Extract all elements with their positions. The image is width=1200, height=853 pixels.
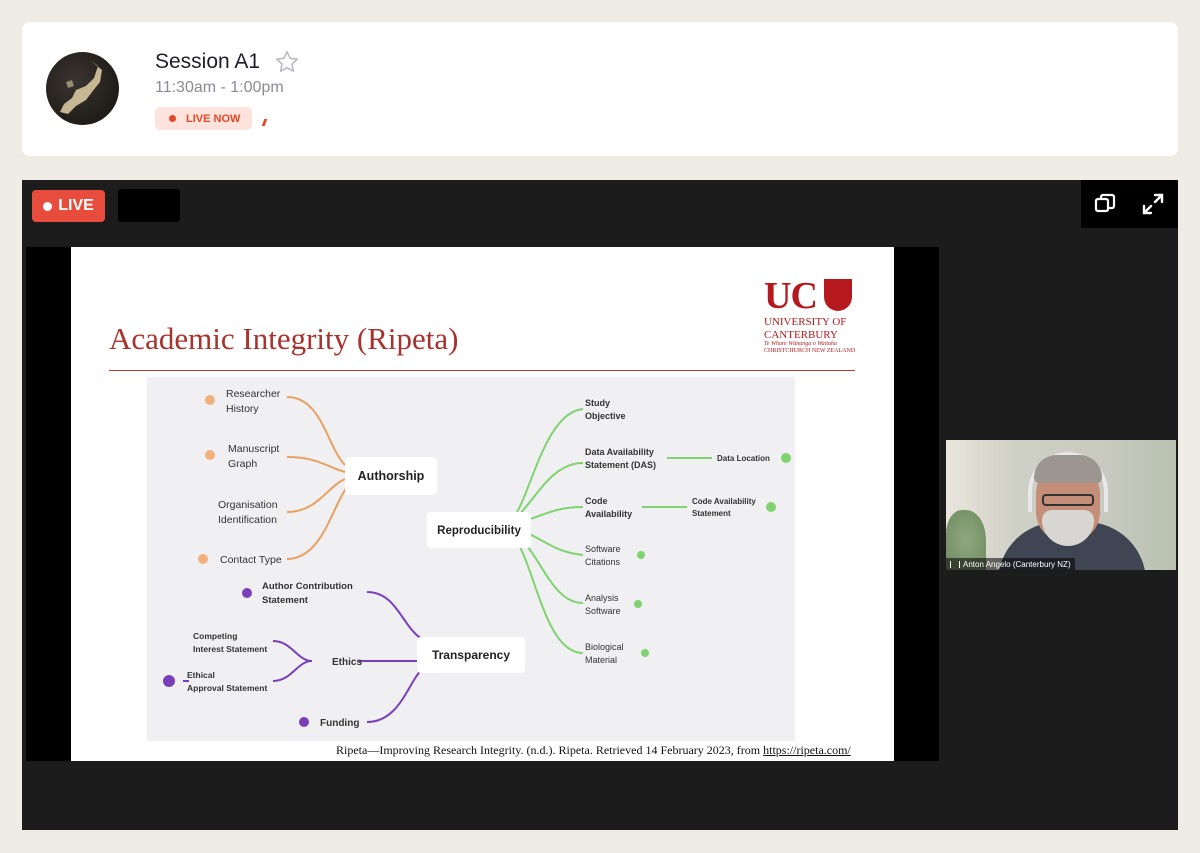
mindmap-diagram: Researcher History Manuscript Graph Orga…: [147, 377, 795, 741]
logo-letters: UC: [764, 275, 818, 317]
badge-researcher-history: [205, 395, 215, 405]
live-badge: LIVE: [32, 190, 105, 222]
label-manuscript-graph: Manuscript: [228, 443, 279, 455]
svg-text:Statement: Statement: [262, 595, 309, 606]
title-divider: [109, 370, 855, 371]
university-logo: UC UNIVERSITY OF CANTERBURY Te Whare Wān…: [764, 277, 864, 355]
badge-contact-type: [198, 554, 208, 564]
logo-line4: CHRISTCHURCH NEW ZEALAND: [764, 348, 856, 354]
session-title: Session A1: [155, 50, 261, 73]
svg-text:Approval Statement: Approval Statement: [187, 683, 267, 693]
svg-text:Availability: Availability: [585, 509, 632, 519]
node-authorship: [345, 457, 437, 495]
svg-text:Reproducibility: Reproducibility: [437, 525, 521, 537]
label-ethics: Ethics: [332, 657, 362, 668]
svg-text:History: History: [226, 403, 259, 415]
citation-link[interactable]: https://ripeta.com/: [763, 743, 851, 757]
live-dot-icon: [43, 201, 53, 211]
logo-line3: Te Whare Wānanga o Waitaha: [764, 341, 838, 347]
speaker-webcam[interactable]: Anton Angelo (Canterbury NZ): [946, 440, 1176, 570]
label-code-availability: Code: [585, 496, 608, 506]
node-reproducibility: [427, 512, 531, 548]
slide-frame: UC UNIVERSITY OF CANTERBURY Te Whare Wān…: [26, 247, 939, 761]
participant-label: Anton Angelo (Canterbury NZ): [946, 558, 1075, 570]
svg-text:Citations: Citations: [585, 557, 621, 567]
logo-line1: UNIVERSITY OF: [764, 316, 847, 328]
badge-ethical-approval: [163, 675, 175, 687]
label-organisation-identification: Organisation: [218, 499, 278, 511]
presentation-slide: UC UNIVERSITY OF CANTERBURY Te Whare Wān…: [71, 247, 894, 761]
label-author-contribution: Author Contribution: [262, 581, 353, 592]
badge-code-availability-statement: [766, 502, 776, 512]
label-funding: Funding: [320, 718, 359, 729]
favorite-star-icon[interactable]: [274, 49, 300, 80]
badge-author-contribution: [242, 588, 252, 598]
slide-citation: Ripeta—Improving Research Integrity. (n.…: [336, 743, 851, 758]
label-software-citations: Software: [585, 544, 621, 554]
svg-text:Identification: Identification: [218, 514, 277, 526]
player-overlay-block: [118, 189, 180, 222]
expand-icon[interactable]: [1141, 192, 1165, 216]
label-analysis-software: Analysis: [585, 593, 619, 603]
logo-line2: CANTERBURY: [764, 329, 838, 341]
svg-text:Statement: Statement: [692, 509, 731, 518]
crest-icon: [824, 279, 852, 311]
live-dot-icon: [169, 115, 176, 122]
citation-text: Ripeta—Improving Research Integrity. (n.…: [336, 743, 764, 757]
label-competing-interest: Competing: [193, 631, 237, 641]
label-code-availability-statement: Code Availability: [692, 497, 756, 506]
label-ethical-approval: Ethical: [187, 670, 215, 680]
label-das: Data Availability: [585, 447, 654, 457]
svg-text:Authorship: Authorship: [358, 469, 425, 483]
svg-text:Software: Software: [585, 606, 621, 616]
decorative-mark: [261, 119, 268, 126]
svg-text:Transparency: Transparency: [432, 648, 510, 662]
session-time: 11:30am - 1:00pm: [155, 79, 284, 96]
session-card: Session A1 11:30am - 1:00pm LIVE NOW: [22, 22, 1178, 156]
badge-data-location: [781, 453, 791, 463]
speaker-hair: [1034, 455, 1102, 483]
svg-text:Material: Material: [585, 655, 617, 665]
label-biological-material: Biological: [585, 642, 624, 652]
video-player[interactable]: LIVE UC UNIVERSITY OF CANTERBURY Te Whar…: [22, 180, 1178, 830]
label-researcher-history: Researcher: [226, 388, 281, 400]
live-now-badge: LIVE NOW: [155, 107, 252, 130]
popout-icon[interactable]: [1093, 192, 1117, 216]
badge-funding: [299, 717, 309, 727]
badge-manuscript-graph: [205, 450, 215, 460]
participant-name: Anton Angelo (Canterbury NZ): [963, 559, 1071, 569]
svg-text:Statement (DAS): Statement (DAS): [585, 460, 656, 470]
label-study-objective: Study: [585, 398, 610, 408]
live-now-label: LIVE NOW: [186, 112, 241, 125]
slide-title: Academic Integrity (Ripeta): [109, 321, 459, 356]
label-contact-type: Contact Type: [220, 554, 282, 566]
label-data-location: Data Location: [717, 454, 770, 463]
svg-text:Graph: Graph: [228, 458, 257, 470]
signal-bars-icon: [950, 560, 960, 568]
svg-text:Interest Statement: Interest Statement: [193, 644, 267, 654]
node-transparency: [417, 637, 525, 673]
session-avatar: [46, 52, 119, 125]
speaker-glasses: [1042, 494, 1094, 506]
badge-software-citations: [637, 551, 645, 559]
badge-analysis-software: [634, 600, 642, 608]
badge-biological-material: [641, 649, 649, 657]
live-badge-label: LIVE: [58, 197, 94, 214]
svg-text:Objective: Objective: [585, 411, 626, 421]
headphones: [1028, 452, 1108, 512]
player-controls: [1081, 180, 1178, 228]
